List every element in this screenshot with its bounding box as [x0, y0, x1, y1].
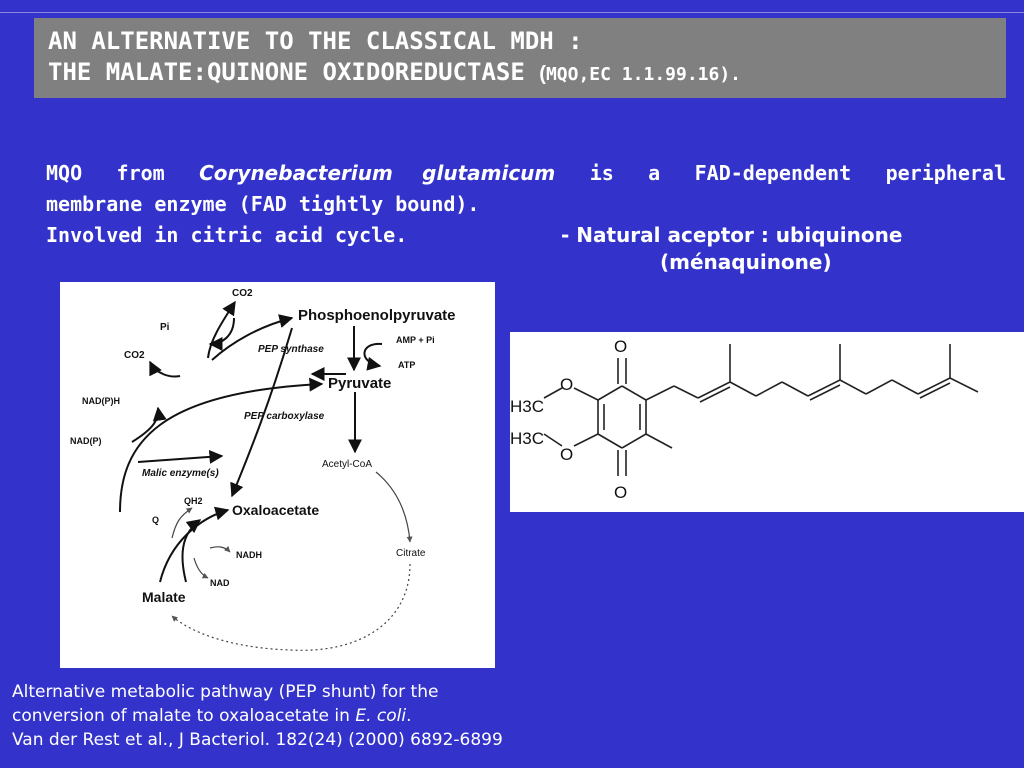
nad-label: NAD [210, 578, 230, 588]
carbonyl-o-top: O [614, 337, 627, 356]
quinone-svg: O O O O H3C H3C [510, 337, 979, 502]
nadp-arrow [131, 406, 167, 443]
acetyl-coa-label: Acetyl-CoA [322, 459, 372, 470]
body-line-3: Involved in citric acid cycle. - Natural… [46, 220, 1006, 274]
body-text: MQO from Corynebacterium glutamicum is a… [46, 158, 1006, 274]
co2-top-label: CO2 [232, 288, 253, 299]
atp-label: ATP [398, 360, 415, 370]
pep-shunt-diagram: CO2 Phosphoenolpyruvate Pi PEP synthase … [60, 282, 495, 668]
carbonyl-o-bottom: O [614, 483, 627, 502]
caption-species: E. coli [355, 706, 407, 726]
nadh-arrow [209, 546, 231, 553]
pi-arrow [208, 317, 235, 351]
citrate-label: Citrate [396, 548, 426, 559]
nadph-label: NAD(P)H [82, 396, 120, 406]
body-line-2: membrane enzyme (FAD tightly bound). [46, 192, 480, 216]
co2-arrow [207, 300, 236, 359]
title-line-2: THE MALATE:QUINONE OXIDOREDUCTASE (MQO,E… [48, 57, 1006, 90]
pep-label: Phosphoenolpyruvate [298, 307, 456, 324]
malic-enzyme-arrow [119, 377, 324, 513]
methoxy-o-1: O [560, 375, 573, 394]
nadh-label: NADH [236, 550, 262, 560]
pyruvate-label: Pyruvate [328, 375, 391, 392]
co2-release-arrow [149, 360, 181, 378]
malate-label: Malate [142, 589, 186, 605]
caption-line-2: conversion of malate to oxaloacetate in … [12, 704, 503, 728]
oxaloacetate-label: Oxaloacetate [232, 502, 319, 518]
pep-formation-arrow [211, 314, 294, 361]
nad-arrow [193, 557, 209, 579]
pep-carboxylase-label: PEP carboxylase [244, 411, 325, 422]
pi-label: Pi [160, 322, 170, 333]
pep-carboxylase-arrow [230, 327, 293, 498]
body-line-1: MQO from Corynebacterium glutamicum is a… [46, 158, 1006, 189]
caption-reference: Van der Rest et al., J Bacteriol. 182(24… [12, 730, 503, 750]
q-label: Q [152, 515, 159, 525]
caption-line-1: Alternative metabolic pathway (PEP shunt… [12, 682, 439, 702]
pathway-svg: CO2 Phosphoenolpyruvate Pi PEP synthase … [70, 288, 456, 651]
qh2-label: QH2 [184, 496, 203, 506]
co2-left-label: CO2 [124, 350, 145, 361]
title-line-1: AN ALTERNATIVE TO THE CLASSICAL MDH : [48, 27, 583, 55]
citric-cycle-text: Involved in citric acid cycle. [46, 223, 408, 247]
quinone-bonds [543, 344, 979, 476]
ubiquinone-structure: O O O O H3C H3C [510, 332, 1024, 512]
q-to-qh2-arrow [171, 507, 193, 539]
acceptor-text: - Natural aceptor : ubiquinone [561, 223, 903, 247]
minor-arrows [171, 471, 413, 651]
caption-period: . [406, 706, 412, 726]
malic-enzyme-label: Malic enzyme(s) [142, 468, 219, 479]
malate-to-oxaloacetate-arrow [159, 506, 230, 583]
top-divider [0, 12, 1024, 13]
acetylcoa-to-citrate-arrow [375, 471, 413, 543]
methyl-h3c-2: H3C [510, 429, 544, 448]
title-ec: MQO,EC 1.1.99.16). [545, 64, 742, 85]
species-name: Corynebacterium glutamicum [199, 161, 556, 185]
figure-caption: Alternative metabolic pathway (PEP shunt… [12, 680, 503, 752]
mqo-intro: MQO from [46, 161, 165, 185]
title-main: THE MALATE:QUINONE OXIDOREDUCTASE [48, 58, 525, 86]
title-box: AN ALTERNATIVE TO THE CLASSICAL MDH : TH… [34, 18, 1006, 98]
caption-line-2-text: conversion of malate to oxaloacetate in [12, 706, 350, 726]
amp-pi-label: AMP + Pi [396, 335, 435, 345]
pep-synthase-label: PEP synthase [258, 344, 324, 355]
menaquinone-text: (ménaquinone) [660, 250, 832, 274]
nadp-label: NAD(P) [70, 436, 102, 446]
mqo-description: is a FAD-dependent peripheral [589, 161, 1006, 185]
title-paren: ( [539, 63, 546, 85]
methoxy-o-2: O [560, 445, 573, 464]
citrate-to-malate-dotted-arrow [171, 563, 411, 651]
amp-atp-arrow [363, 342, 383, 371]
malic-direction-arrow [137, 449, 224, 464]
pathway-arrows [119, 300, 383, 583]
methyl-h3c-1: H3C [510, 397, 544, 416]
mqo-arrow [181, 519, 202, 583]
